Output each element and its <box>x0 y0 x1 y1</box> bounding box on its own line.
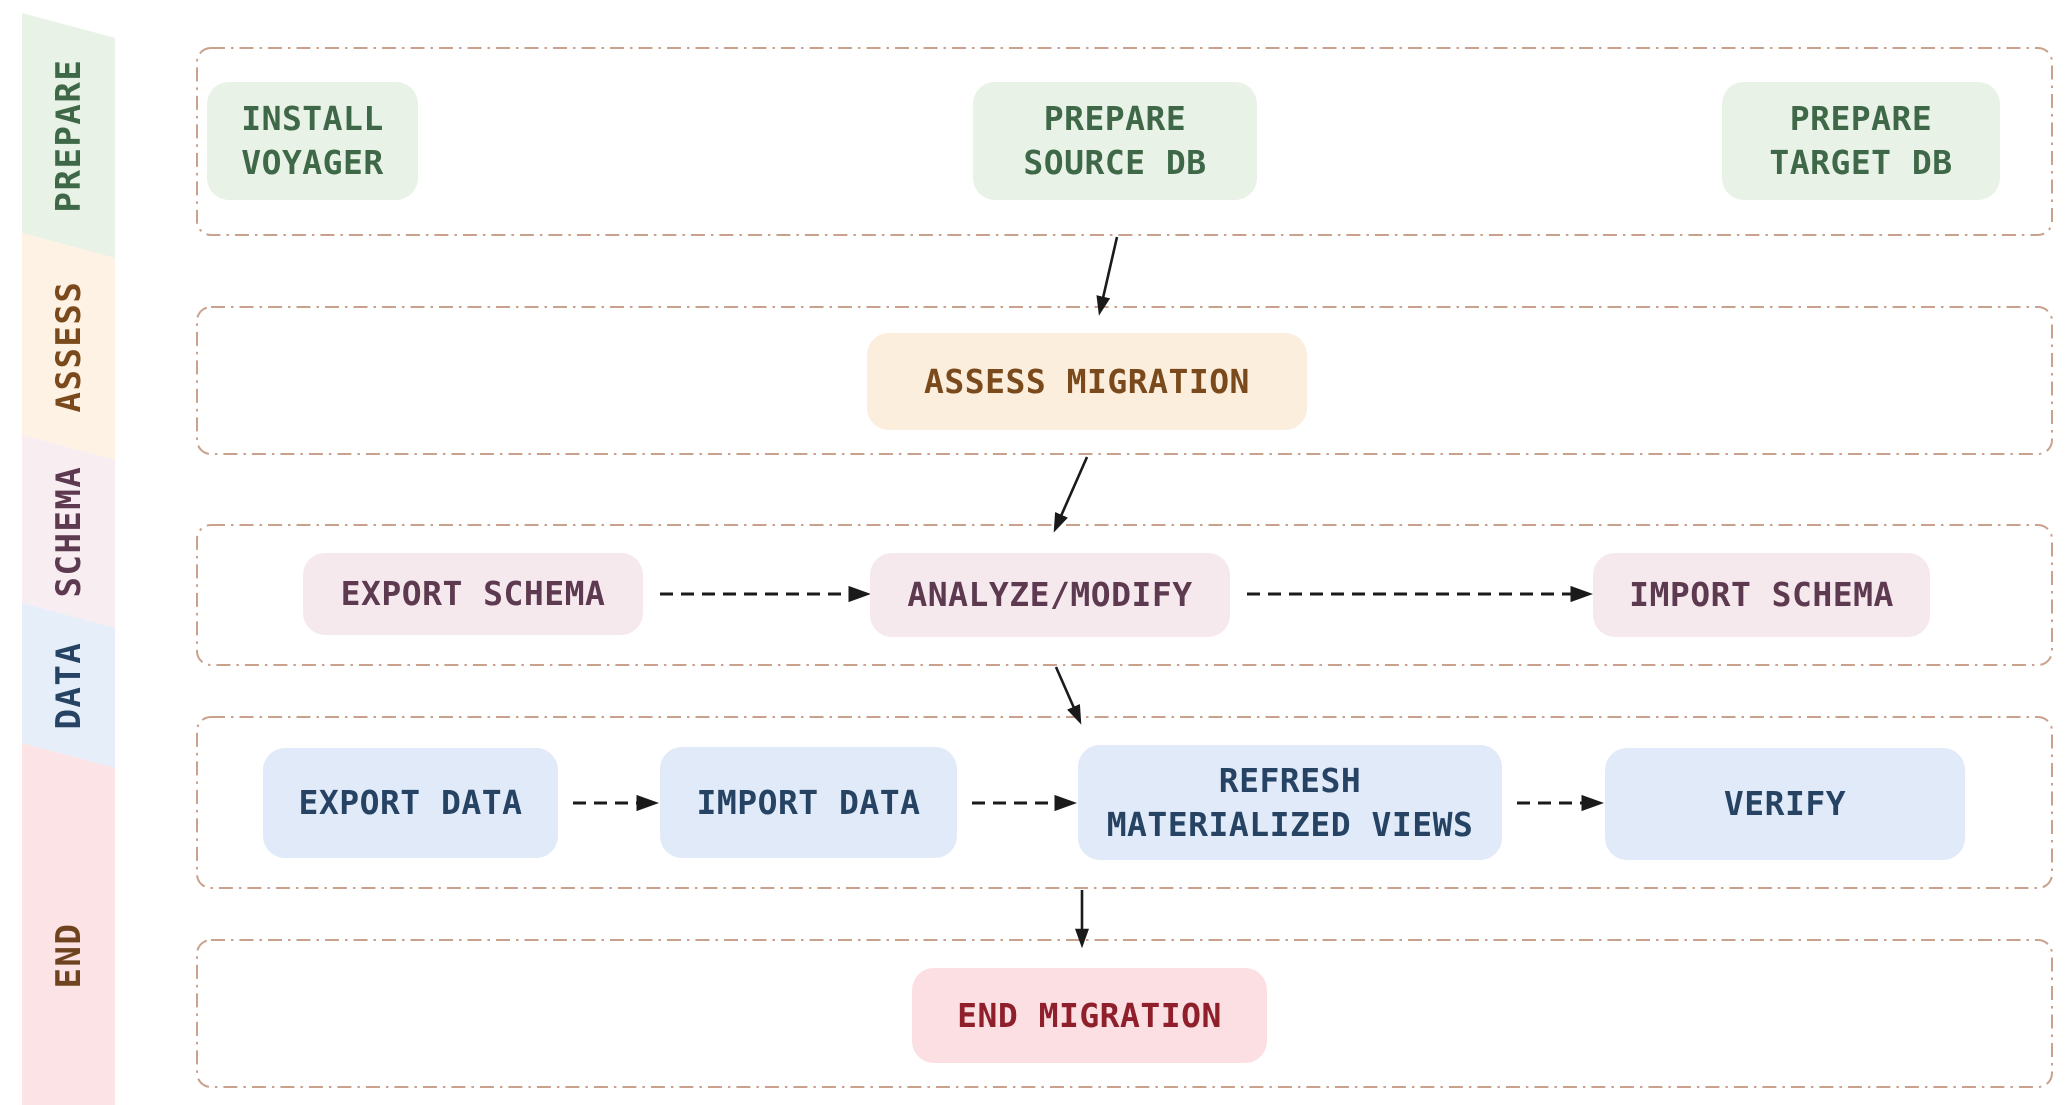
node-refresh-materialized-views: REFRESH MATERIALIZED VIEWS <box>1078 745 1502 860</box>
lane-band-end: END <box>22 743 115 1105</box>
node-prepare-source-db: PREPARE SOURCE DB <box>973 82 1257 200</box>
node-export-data: EXPORT DATA <box>263 748 558 858</box>
arrow-assess-to-schema <box>1053 456 1089 533</box>
lane-label-data: DATA <box>48 641 89 730</box>
lane-band-prepare: PREPARE <box>22 13 115 258</box>
lane-label-prepare: PREPARE <box>48 58 89 213</box>
arrow-prepare-to-assess <box>1096 236 1119 316</box>
node-export-schema: EXPORT SCHEMA <box>303 553 643 635</box>
node-import-schema: IMPORT SCHEMA <box>1593 553 1930 637</box>
lane-band-schema: SCHEMA <box>22 435 115 628</box>
lane-label-assess: ASSESS <box>48 280 89 413</box>
node-end-migration: END MIGRATION <box>912 968 1267 1063</box>
node-assess-migration: ASSESS MIGRATION <box>867 333 1307 430</box>
node-import-data: IMPORT DATA <box>660 747 957 858</box>
node-analyze-modify: ANALYZE/MODIFY <box>870 553 1230 637</box>
lane-band-data: DATA <box>22 603 115 768</box>
lane-label-end: END <box>48 922 89 989</box>
node-prepare-target-db: PREPARE TARGET DB <box>1722 82 2000 200</box>
lane-band-assess: ASSESS <box>22 233 115 460</box>
node-verify: VERIFY <box>1605 748 1965 860</box>
arrow-schema-to-data <box>1054 666 1082 725</box>
node-install-voyager: INSTALL VOYAGER <box>207 82 418 200</box>
lane-label-schema: SCHEMA <box>48 465 89 598</box>
